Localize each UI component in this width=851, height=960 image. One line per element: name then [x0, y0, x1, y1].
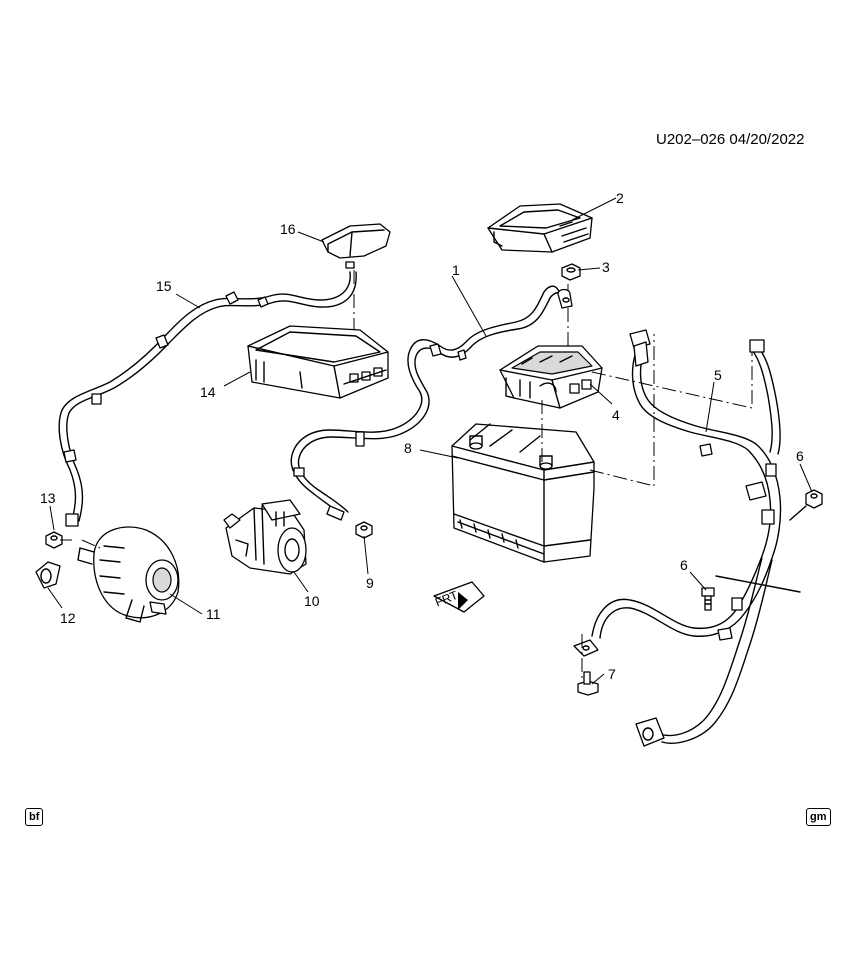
callout-6-upper: 6 [796, 448, 804, 464]
callout-8: 8 [404, 440, 412, 456]
bolt-7 [577, 671, 599, 696]
cover-2 [487, 203, 593, 253]
bolt-6-upper [789, 489, 823, 521]
module-14 [247, 325, 389, 399]
nut-13 [45, 531, 63, 549]
harness-5 [573, 329, 801, 747]
callout-9: 9 [366, 575, 374, 591]
callout-4: 4 [612, 407, 620, 423]
diagram-reference-code: U202–026 04/20/2022 [656, 131, 805, 148]
gm-logo-tag: gm [806, 808, 831, 826]
callout-14: 14 [200, 384, 216, 400]
callout-6-lower: 6 [680, 557, 688, 573]
nut-3 [561, 263, 581, 281]
callout-13: 13 [40, 490, 56, 506]
callout-1: 1 [452, 262, 460, 278]
leader-lines [47, 197, 813, 685]
nut-9 [355, 521, 373, 539]
callout-15: 15 [156, 278, 172, 294]
harness-15 [58, 271, 357, 527]
footer-tag-left: bf [25, 808, 44, 826]
callout-11: 11 [206, 606, 221, 622]
callout-10: 10 [304, 593, 320, 609]
callout-5: 5 [714, 367, 722, 383]
junction-block-4 [499, 345, 603, 409]
callout-7: 7 [608, 666, 616, 682]
bolt-6-lower [701, 587, 715, 611]
cable-1 [290, 285, 573, 521]
generator-11 [77, 526, 180, 623]
starter-10 [223, 499, 307, 575]
front-direction-marker: FRT [433, 581, 485, 613]
callout-3: 3 [602, 259, 610, 275]
callout-2: 2 [616, 190, 624, 206]
callout-12: 12 [60, 610, 76, 626]
callout-16: 16 [280, 221, 296, 237]
connector-12 [35, 561, 61, 589]
cover-16 [321, 223, 391, 269]
battery-8 [451, 423, 595, 563]
